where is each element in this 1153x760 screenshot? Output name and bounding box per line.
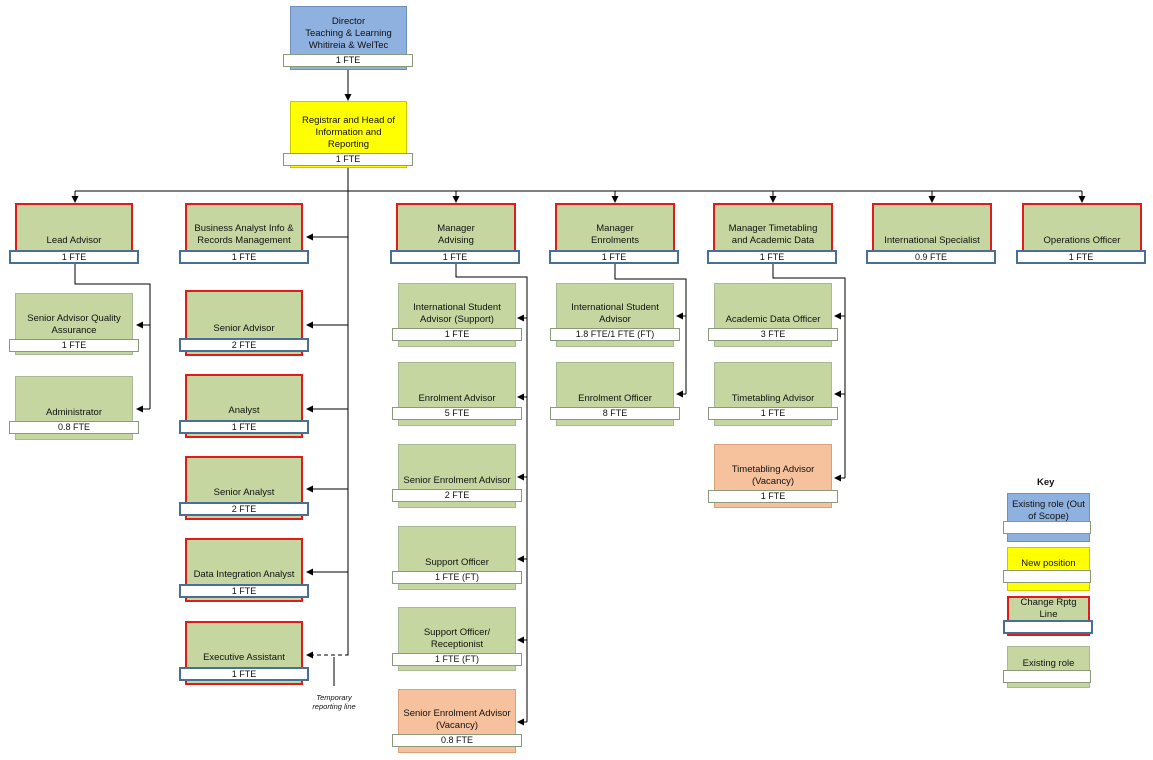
role-fte: 1 FTE (390, 250, 520, 264)
temporary-reporting-note: Temporary reporting line (312, 693, 356, 711)
role-fte: 1 FTE (179, 667, 309, 681)
role-fte: 1 FTE (179, 250, 309, 264)
role-title: Enrolment Officer (578, 393, 652, 404)
role-fte: 1 FTE (FT) (392, 653, 522, 666)
key-title: Key (1037, 477, 1055, 488)
key-change-rptg-fte (1003, 620, 1093, 634)
role-fte: 1 FTE (9, 250, 139, 264)
role-fte: 1 FTE (179, 584, 309, 598)
role-fte: 1 FTE (707, 250, 837, 264)
role-title: Data Integration Analyst (193, 569, 295, 580)
key-existing-fte (1003, 670, 1091, 683)
role-fte: 1 FTE (FT) (392, 571, 522, 584)
role-fte: 1 FTE (1016, 250, 1146, 264)
role-title: Lead Advisor (46, 235, 102, 246)
role-title: Manager Advising (437, 223, 475, 246)
role-fte: 1 FTE (283, 54, 413, 67)
role-fte: 1 FTE (9, 339, 139, 352)
role-fte: 3 FTE (708, 328, 838, 341)
role-fte: 1 FTE (549, 250, 679, 264)
key-new-position-swatch: New position (1007, 547, 1090, 591)
role-title: Administrator (46, 407, 102, 418)
role-box-isa-support: International Student Advisor (Support) (398, 283, 516, 347)
role-title: Timetabling Advisor (Vacancy) (731, 464, 815, 487)
key-new-position-fte (1003, 570, 1091, 583)
role-fte: 0.9 FTE (866, 250, 996, 264)
role-title: Support Officer/ Receptionist (423, 627, 491, 650)
key-out-of-scope-fte (1003, 521, 1091, 534)
role-title: Registrar and Head of Information and Re… (302, 115, 395, 150)
role-title: Business Analyst Info & Records Manageme… (194, 223, 294, 246)
role-title: Senior Analyst (213, 487, 275, 498)
role-title: International Student Advisor (571, 302, 659, 325)
role-title: Director Teaching & Learning Whitireia &… (305, 16, 392, 51)
role-fte: 1 FTE (179, 420, 309, 434)
key-existing-label: Existing role (1022, 658, 1075, 669)
role-fte: 2 FTE (179, 502, 309, 516)
key-new-position-label: New position (1021, 558, 1076, 569)
role-title: Manager Timetabling and Academic Data (728, 223, 818, 246)
role-title: Senior Advisor Quality Assurance (27, 313, 121, 336)
role-fte: 5 FTE (392, 407, 522, 420)
role-title: Senior Advisor (213, 323, 275, 334)
key-out-of-scope-label: Existing role (Out of Scope) (1012, 499, 1085, 522)
role-fte: 1 FTE (708, 490, 838, 503)
role-title: International Student Advisor (Support) (413, 302, 501, 325)
role-title: Timetabling Advisor (731, 393, 815, 404)
role-fte: 0.8 FTE (9, 421, 139, 434)
role-fte: 1 FTE (283, 153, 413, 166)
role-title: Support Officer (425, 557, 489, 568)
role-fte: 1 FTE (708, 407, 838, 420)
role-title: Analyst (228, 405, 260, 416)
role-fte: 1.8 FTE/1 FTE (FT) (550, 328, 680, 341)
role-title: Manager Enrolments (590, 223, 640, 246)
role-fte: 8 FTE (550, 407, 680, 420)
role-title: Academic Data Officer (725, 314, 821, 325)
role-fte: 0.8 FTE (392, 734, 522, 747)
role-title: Enrolment Advisor (418, 393, 496, 404)
role-title: International Specialist (884, 235, 980, 246)
role-fte: 1 FTE (392, 328, 522, 341)
key-out-of-scope-swatch: Existing role (Out of Scope) (1007, 493, 1090, 542)
role-title: Executive Assistant (203, 652, 285, 663)
key-change-rptg-label: Change Rptg Line (1020, 597, 1077, 620)
role-title: Senior Enrolment Advisor (403, 475, 511, 486)
role-fte: 2 FTE (392, 489, 522, 502)
role-title: Senior Enrolment Advisor (Vacancy) (403, 708, 511, 731)
role-title: Operations Officer (1043, 235, 1121, 246)
role-fte: 2 FTE (179, 338, 309, 352)
